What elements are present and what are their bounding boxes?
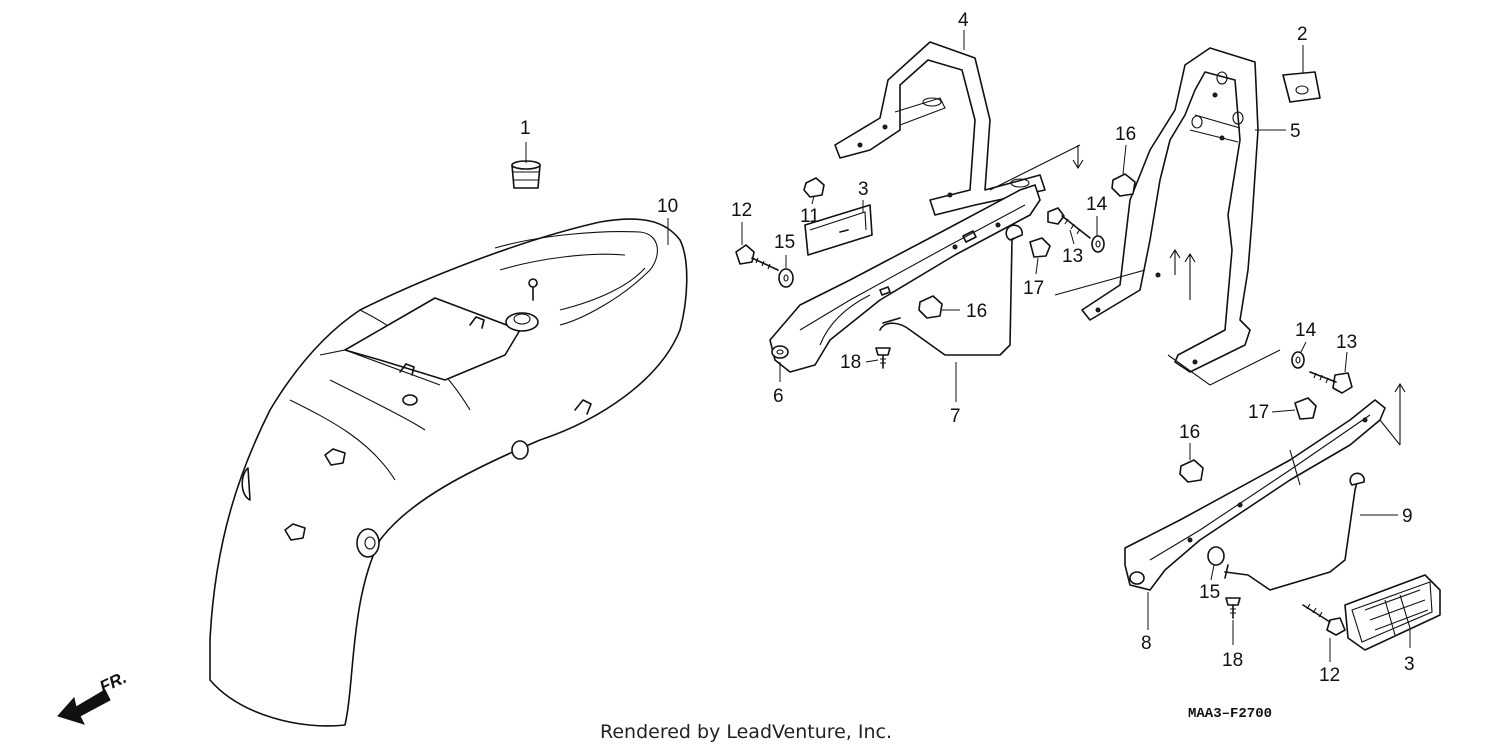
bolt-13-upper[interactable] — [1047, 207, 1091, 239]
callout-3-upper: 3 — [858, 179, 869, 200]
callout-18-upper: 18 — [840, 352, 861, 373]
reflector-lower[interactable] — [1344, 574, 1441, 651]
right-side-rail[interactable] — [1124, 399, 1386, 591]
left-side-rail[interactable] — [769, 184, 1041, 373]
nut-11[interactable] — [803, 177, 825, 198]
front-arrow-icon — [57, 689, 111, 725]
screw-18-upper[interactable] — [875, 347, 891, 369]
callout-9: 9 — [1402, 506, 1413, 527]
callout-11: 11 — [800, 206, 820, 227]
callout-17-lower: 17 — [1248, 402, 1269, 423]
callout-8: 8 — [1141, 633, 1152, 654]
washer-14-upper[interactable] — [1091, 235, 1105, 253]
screw-18-lower[interactable] — [1225, 597, 1241, 619]
reflector-holder[interactable] — [1282, 71, 1321, 103]
rear-bracket-frame[interactable] — [1054, 47, 1281, 386]
reflector-upper[interactable] — [804, 204, 873, 256]
nut-17-upper[interactable] — [1029, 237, 1051, 258]
callout-13-lower: 13 — [1336, 332, 1357, 353]
nut-17-lower[interactable] — [1294, 397, 1317, 420]
callout-6: 6 — [773, 386, 784, 407]
rear-fender[interactable] — [209, 218, 688, 727]
callout-2: 2 — [1297, 24, 1308, 45]
callout-16-b: 16 — [966, 301, 987, 322]
nut-16-b[interactable] — [918, 295, 943, 319]
callout-10: 10 — [657, 196, 678, 217]
callout-7: 7 — [950, 406, 961, 427]
washer-15-upper[interactable] — [778, 268, 794, 288]
nut-16-c[interactable] — [1179, 459, 1204, 483]
grommet[interactable] — [511, 160, 541, 189]
callout-5: 5 — [1290, 121, 1301, 142]
callout-4: 4 — [958, 10, 969, 31]
callout-13-upper: 13 — [1062, 246, 1083, 267]
left-wire-stay[interactable] — [879, 224, 1023, 356]
callout-15-upper: 15 — [774, 232, 795, 253]
upper-bracket[interactable] — [834, 41, 1046, 216]
callout-18-lower: 18 — [1222, 650, 1243, 671]
callout-14-lower: 14 — [1295, 320, 1317, 341]
render-credit: Rendered by LeadVenture, Inc. — [600, 721, 892, 743]
right-wire-stay[interactable] — [1224, 472, 1365, 591]
callout-16-c: 16 — [1179, 422, 1200, 443]
callout-14-upper: 14 — [1086, 194, 1108, 215]
callout-12-upper: 12 — [731, 200, 752, 221]
washer-14-lower[interactable] — [1291, 351, 1305, 369]
bolt-13-lower[interactable] — [1309, 371, 1353, 394]
callout-17-upper: 17 — [1023, 278, 1044, 299]
callout-1: 1 — [520, 118, 531, 139]
front-direction-indicator: FR. — [57, 668, 130, 725]
nut-16-a[interactable] — [1111, 173, 1136, 197]
callouts: 1 2 3 3 4 5 6 7 8 9 10 11 12 12 13 13 14… — [520, 10, 1415, 686]
leader-lines — [525, 30, 1411, 662]
callout-3-lower: 3 — [1404, 654, 1415, 675]
assembly-lines — [989, 144, 1406, 446]
callout-16-a: 16 — [1115, 124, 1136, 145]
callout-12-lower: 12 — [1319, 665, 1340, 686]
callout-15-lower: 15 — [1199, 582, 1220, 603]
bolt-12-lower[interactable] — [1302, 603, 1346, 636]
washer-15-lower[interactable] — [1207, 546, 1225, 566]
diagram-code: MAA3–F2700 — [1188, 706, 1272, 722]
bolt-12-upper[interactable] — [735, 244, 779, 271]
